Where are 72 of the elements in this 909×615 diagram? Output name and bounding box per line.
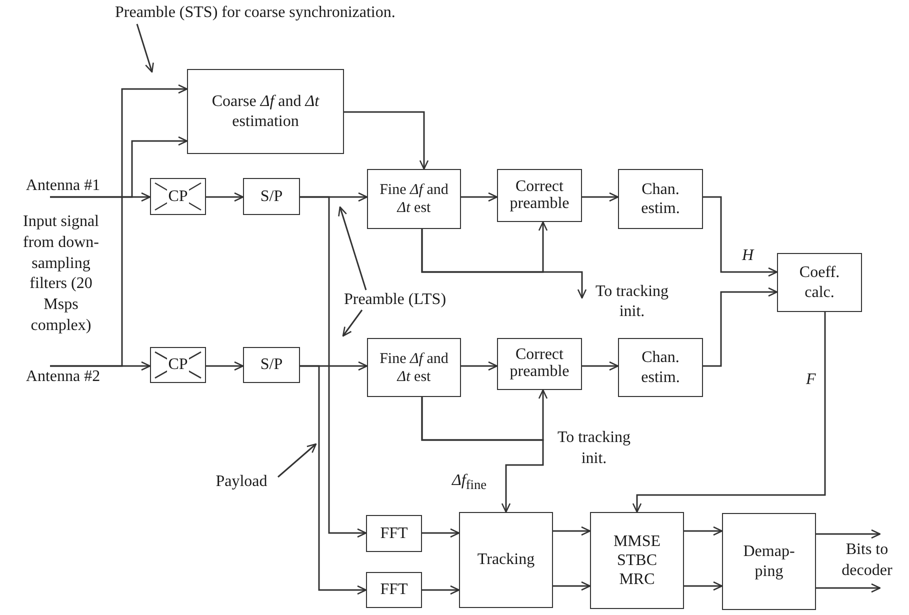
leader-arrow <box>136 24 154 73</box>
box-label: Chan. estim. <box>640 180 681 218</box>
process-box <box>777 253 862 312</box>
process-box <box>366 515 422 552</box>
process-box <box>366 572 422 608</box>
process-box <box>367 338 461 397</box>
connector-arrow <box>703 287 778 367</box>
edge-label: H <box>742 248 754 264</box>
process-box <box>618 169 703 229</box>
process-box <box>459 512 553 608</box>
box-label: Correct preamble <box>508 178 570 212</box>
connector-arrow <box>344 111 429 170</box>
annotation-text: Preamble (LTS) <box>335 290 455 310</box>
box-label: CP <box>167 186 189 206</box>
edge-label: F <box>806 372 816 388</box>
connector-arrow <box>300 365 367 595</box>
leader-arrow <box>278 443 317 478</box>
connector-arrow <box>553 526 591 536</box>
connector-arrow <box>703 196 778 277</box>
process-box <box>243 178 300 215</box>
process-box <box>722 513 816 610</box>
process-box <box>590 512 684 609</box>
connector-arrow <box>816 529 881 539</box>
box-label: Coarse Δf and Δt estimation <box>210 92 320 131</box>
box-label: FFT <box>380 580 408 600</box>
box-label: Fine Δf and Δt est <box>378 350 450 386</box>
box-label: Demap- ping <box>742 542 796 581</box>
antenna-label: Antenna #1 <box>8 175 118 197</box>
process-box <box>367 169 461 229</box>
connector-arrow <box>422 585 460 595</box>
output-label: Bits to decoder <box>826 534 908 588</box>
box-label: CP <box>167 355 189 375</box>
connector-arrow <box>422 528 460 538</box>
process-box <box>497 169 582 222</box>
box-label: S/P <box>260 355 283 375</box>
connector-arrow <box>632 312 826 513</box>
connector-arrow <box>684 581 723 591</box>
note-text: Input signal from down-sampling filters (20 Msps complex) <box>22 212 100 336</box>
connector-arrow <box>684 526 723 536</box>
connector-arrow <box>582 361 619 371</box>
connector-arrow <box>50 136 188 198</box>
annotation-text: Payload <box>205 470 278 494</box>
edge-label: Δf$_{fine}$ <box>452 473 487 492</box>
connector-arrow <box>582 192 619 202</box>
connector-arrow <box>206 192 244 202</box>
annotation-text: To tracking init. <box>582 280 678 324</box>
leader-arrow <box>338 206 367 290</box>
connector-arrow <box>461 192 498 202</box>
note-text: To tracking init. <box>556 428 632 469</box>
box-label: Fine Δf and Δt est <box>378 181 450 217</box>
antenna-label: Antenna #2 <box>8 366 118 388</box>
box-label: Chan. estim. <box>640 348 681 387</box>
annotation-text: Preamble (STS) for coarse synchronization. <box>115 2 515 24</box>
connector-arrow <box>421 397 544 513</box>
box-label: S/P <box>260 186 283 206</box>
process-box <box>497 338 582 390</box>
connector-arrow <box>300 196 367 538</box>
box-label: Coeff. calc. <box>798 263 841 302</box>
connector-arrow <box>206 361 244 371</box>
box-label: Correct preamble <box>508 347 570 381</box>
leader-arrow <box>342 310 363 337</box>
box-label: MMSE STBC MRC <box>612 532 662 590</box>
connector-arrow <box>816 583 881 593</box>
connector-arrow <box>461 361 498 371</box>
process-box <box>187 69 344 154</box>
connector-arrow <box>553 581 591 591</box>
box-label: Tracking <box>477 550 535 570</box>
process-box <box>243 347 300 383</box>
connector-arrow <box>421 229 587 299</box>
process-box <box>618 338 703 397</box>
connector-arrow <box>50 84 188 367</box>
box-label: FFT <box>380 524 408 544</box>
